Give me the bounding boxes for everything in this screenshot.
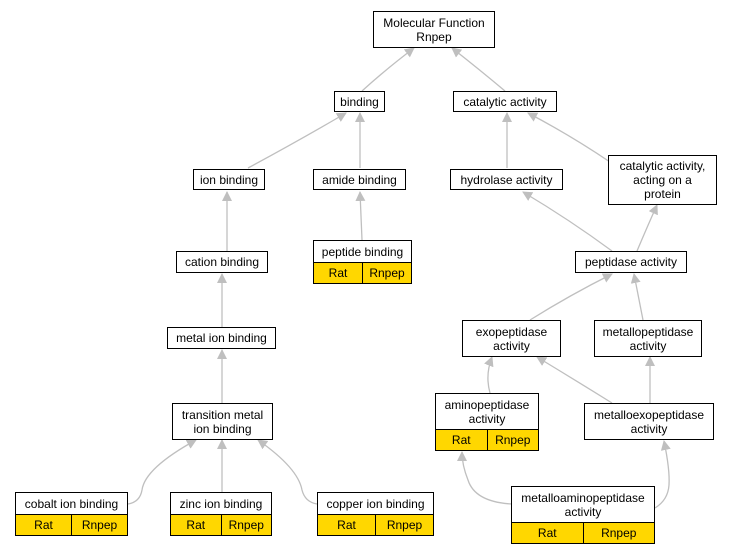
edge-ionbinding-binding bbox=[247, 112, 347, 169]
edge-metalloamino-metalloexo bbox=[654, 440, 671, 509]
node-label: peptidase activity bbox=[584, 255, 678, 269]
node-label: catalytic activity bbox=[463, 94, 547, 109]
node-label: exopeptidase activity bbox=[475, 324, 548, 353]
edge-metalloamino-amino bbox=[457, 451, 513, 505]
edge-exo-peptidase bbox=[529, 273, 613, 321]
node-metallopeptidase-activity[interactable]: metallopeptidase activity bbox=[594, 320, 702, 357]
node-label: metal ion binding bbox=[176, 331, 267, 345]
node-label: Molecular Function Rnpep bbox=[383, 15, 485, 44]
node-label: metalloexopeptidase activity bbox=[593, 407, 705, 436]
edge-catprotein-catalytic bbox=[527, 112, 611, 163]
node-label: amide binding bbox=[322, 172, 397, 187]
node-amide-binding[interactable]: amide binding bbox=[313, 169, 406, 190]
node-label: copper ion binding bbox=[326, 496, 425, 511]
node-metalloaminopeptidase-activity[interactable]: metalloaminopeptidase activity Rat Rnpep bbox=[511, 486, 655, 544]
node-peptide-binding[interactable]: peptide binding Rat Rnpep bbox=[313, 240, 412, 284]
species-tag[interactable]: Rat bbox=[512, 523, 583, 543]
node-binding[interactable]: binding bbox=[334, 91, 385, 112]
node-copper-ion-binding[interactable]: copper ion binding Rat Rnpep bbox=[317, 492, 434, 536]
species-tag[interactable]: Rat bbox=[318, 515, 375, 535]
node-molecular-function-root[interactable]: Molecular Function Rnpep bbox=[373, 11, 495, 48]
edge-metalloexo-exo bbox=[536, 356, 613, 404]
gene-tag[interactable]: Rnpep bbox=[486, 430, 538, 450]
edge-metallo-peptidase bbox=[630, 273, 644, 321]
annotation-row: Rat Rnpep bbox=[512, 522, 654, 543]
node-label: hydrolase activity bbox=[460, 172, 553, 187]
edge-peptide-amide bbox=[355, 191, 366, 241]
node-label: catalytic activity, acting on a protein bbox=[619, 159, 706, 201]
species-tag[interactable]: Rat bbox=[171, 515, 221, 535]
edge-catalytic-root bbox=[451, 47, 506, 92]
species-tag[interactable]: Rat bbox=[314, 263, 362, 283]
annotation-row: Rat Rnpep bbox=[436, 429, 538, 450]
edge-amino-exo bbox=[484, 356, 494, 394]
node-catalytic-acting-on-protein[interactable]: catalytic activity, acting on a protein bbox=[608, 155, 717, 205]
annotation-row: Rat Rnpep bbox=[318, 514, 433, 535]
gene-tag[interactable]: Rnpep bbox=[220, 515, 271, 535]
node-label: transition metal ion binding bbox=[181, 407, 264, 436]
gene-tag[interactable]: Rnpep bbox=[362, 263, 411, 283]
node-label: cobalt ion binding bbox=[24, 496, 119, 511]
node-ion-binding[interactable]: ion binding bbox=[193, 169, 265, 190]
node-label: cation binding bbox=[184, 255, 260, 269]
node-label: metalloaminopeptidase activity bbox=[521, 490, 645, 519]
species-tag[interactable]: Rat bbox=[16, 515, 71, 535]
node-aminopeptidase-activity[interactable]: aminopeptidase activity Rat Rnpep bbox=[435, 393, 539, 451]
gene-tag[interactable]: Rnpep bbox=[71, 515, 127, 535]
annotation-row: Rat Rnpep bbox=[16, 514, 127, 535]
species-tag[interactable]: Rat bbox=[436, 430, 487, 450]
node-zinc-ion-binding[interactable]: zinc ion binding Rat Rnpep bbox=[170, 492, 272, 536]
gene-tag[interactable]: Rnpep bbox=[582, 523, 654, 543]
node-transition-metal-ion-binding[interactable]: transition metal ion binding bbox=[172, 403, 273, 440]
node-label: metallopeptidase activity bbox=[602, 324, 694, 353]
edge-copper-transition bbox=[257, 439, 318, 505]
node-hydrolase-activity[interactable]: hydrolase activity bbox=[450, 169, 563, 190]
node-label: binding bbox=[340, 94, 379, 109]
node-cation-binding[interactable]: cation binding bbox=[176, 251, 268, 273]
annotation-row: Rat Rnpep bbox=[314, 262, 411, 283]
edge-cobalt-transition bbox=[127, 439, 197, 505]
edge-peptidase-catprotein bbox=[636, 204, 658, 252]
node-label: aminopeptidase activity bbox=[444, 397, 530, 426]
node-metalloexopeptidase-activity[interactable]: metalloexopeptidase activity bbox=[584, 403, 714, 440]
edge-binding-root bbox=[361, 47, 415, 92]
node-peptidase-activity[interactable]: peptidase activity bbox=[575, 251, 687, 273]
gene-tag[interactable]: Rnpep bbox=[375, 515, 433, 535]
node-label: peptide binding bbox=[321, 244, 404, 259]
node-label: zinc ion binding bbox=[179, 496, 263, 511]
edge-peptidase-hydrolase bbox=[522, 191, 613, 252]
node-cobalt-ion-binding[interactable]: cobalt ion binding Rat Rnpep bbox=[15, 492, 128, 536]
annotation-row: Rat Rnpep bbox=[171, 514, 271, 535]
node-catalytic-activity[interactable]: catalytic activity bbox=[453, 91, 557, 112]
node-label: ion binding bbox=[199, 172, 259, 187]
node-metal-ion-binding[interactable]: metal ion binding bbox=[167, 327, 276, 349]
node-exopeptidase-activity[interactable]: exopeptidase activity bbox=[462, 320, 561, 357]
